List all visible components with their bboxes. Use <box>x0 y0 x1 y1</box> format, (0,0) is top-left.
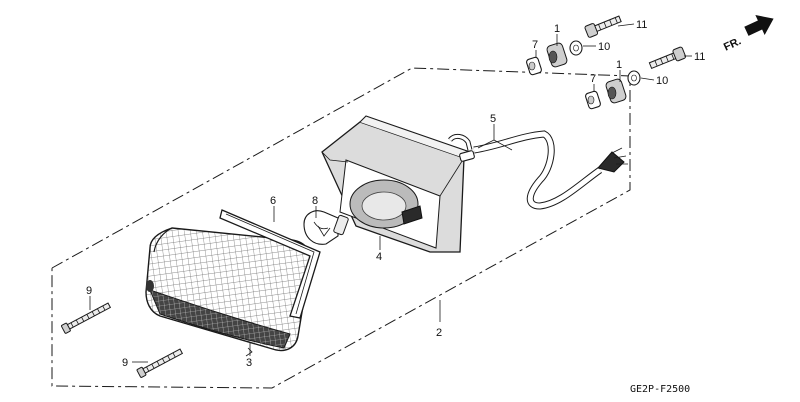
callout-9-lower: 9 <box>122 357 128 369</box>
callout-9-upper: 9 <box>86 285 92 297</box>
part-9-screws <box>61 302 184 378</box>
part-8-bulb <box>303 210 349 245</box>
callout-8: 8 <box>312 195 318 207</box>
callout-10-lower: 10 <box>656 75 668 87</box>
assembly-outline <box>51 67 631 389</box>
callout-10-upper: 10 <box>598 41 610 53</box>
callout-1-lower: 1 <box>616 59 622 71</box>
callout-1-upper: 1 <box>554 23 560 35</box>
part-5-wire-harness <box>448 130 628 210</box>
mounting-hardware-lower <box>585 46 687 110</box>
part-3-tail-lens <box>145 227 312 357</box>
callout-11-lower: 11 <box>694 51 705 63</box>
direction-label: FR. <box>722 35 743 53</box>
callout-7-upper: 7 <box>532 39 538 51</box>
callout-5: 5 <box>490 113 496 125</box>
callout-4: 4 <box>376 251 382 263</box>
callout-6: 6 <box>270 195 276 207</box>
diagram-code: GE2P-F2500 <box>630 384 690 395</box>
callout-2: 2 <box>436 327 442 339</box>
callout-3: 3 <box>246 357 252 369</box>
front-direction-indicator: FR. <box>722 15 774 54</box>
callout-11-upper: 11 <box>636 19 647 31</box>
arrow-right-icon <box>744 15 774 36</box>
callout-labels: 2 3 4 5 6 8 9 9 1 7 10 11 1 7 10 11 <box>86 19 705 369</box>
part-6-gasket <box>219 209 321 319</box>
leader-lines <box>89 23 692 363</box>
part-4-lamp-housing <box>321 115 472 253</box>
mounting-hardware-upper <box>526 15 622 76</box>
callout-7-lower: 7 <box>590 73 596 85</box>
